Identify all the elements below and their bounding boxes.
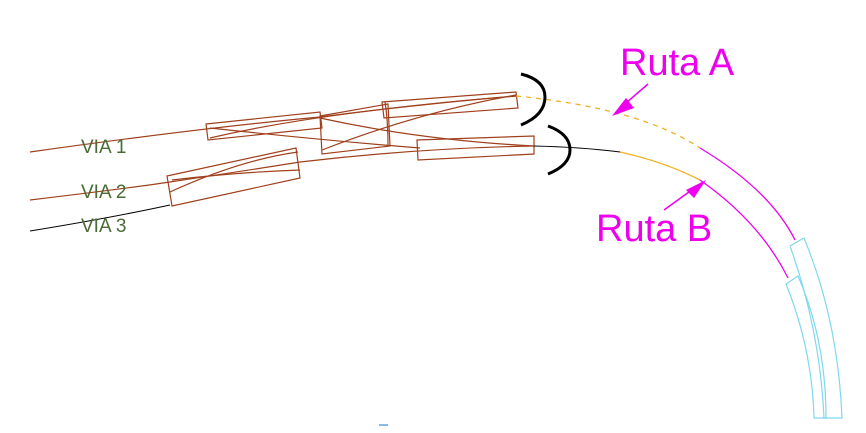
switch-box-4 [416, 135, 535, 161]
crossover-2 [319, 117, 535, 147]
crossover-7 [384, 101, 389, 147]
ruta-b-label: Ruta B [596, 208, 712, 250]
via3-track [29, 204, 171, 232]
ruta-b-arc [699, 179, 789, 279]
switch-box-2 [319, 103, 391, 155]
via2-track [29, 145, 535, 201]
crossover-6 [171, 169, 301, 181]
switch-box-3 [381, 91, 519, 119]
crossover-5 [169, 151, 299, 193]
bumper-top [520, 72, 547, 127]
crossover-4 [209, 127, 421, 149]
ruta-a-arc [699, 147, 796, 241]
switch-box-1 [205, 111, 323, 141]
via2-label: VIA 2 [81, 182, 126, 203]
ruta-b-orange-segment [619, 151, 701, 181]
cyan-end-outer [789, 237, 843, 419]
ruta-b-pointer-arrow [686, 180, 706, 198]
ruta-a-label: Ruta A [620, 42, 735, 84]
via3-label: VIA 3 [81, 216, 126, 237]
cyan-ends [785, 237, 843, 419]
ruta-a-pointer-arrow [612, 98, 634, 116]
crossover-1 [209, 95, 517, 139]
ruta-b-black-segment [533, 145, 621, 153]
crossover-3 [321, 94, 517, 151]
via1-label: VIA 1 [81, 137, 126, 158]
tracks [29, 94, 535, 201]
switch-boxes [166, 91, 535, 207]
cyan-end-inner [785, 275, 827, 419]
bumper-bottom [547, 124, 572, 176]
switch-box-5 [166, 147, 301, 207]
